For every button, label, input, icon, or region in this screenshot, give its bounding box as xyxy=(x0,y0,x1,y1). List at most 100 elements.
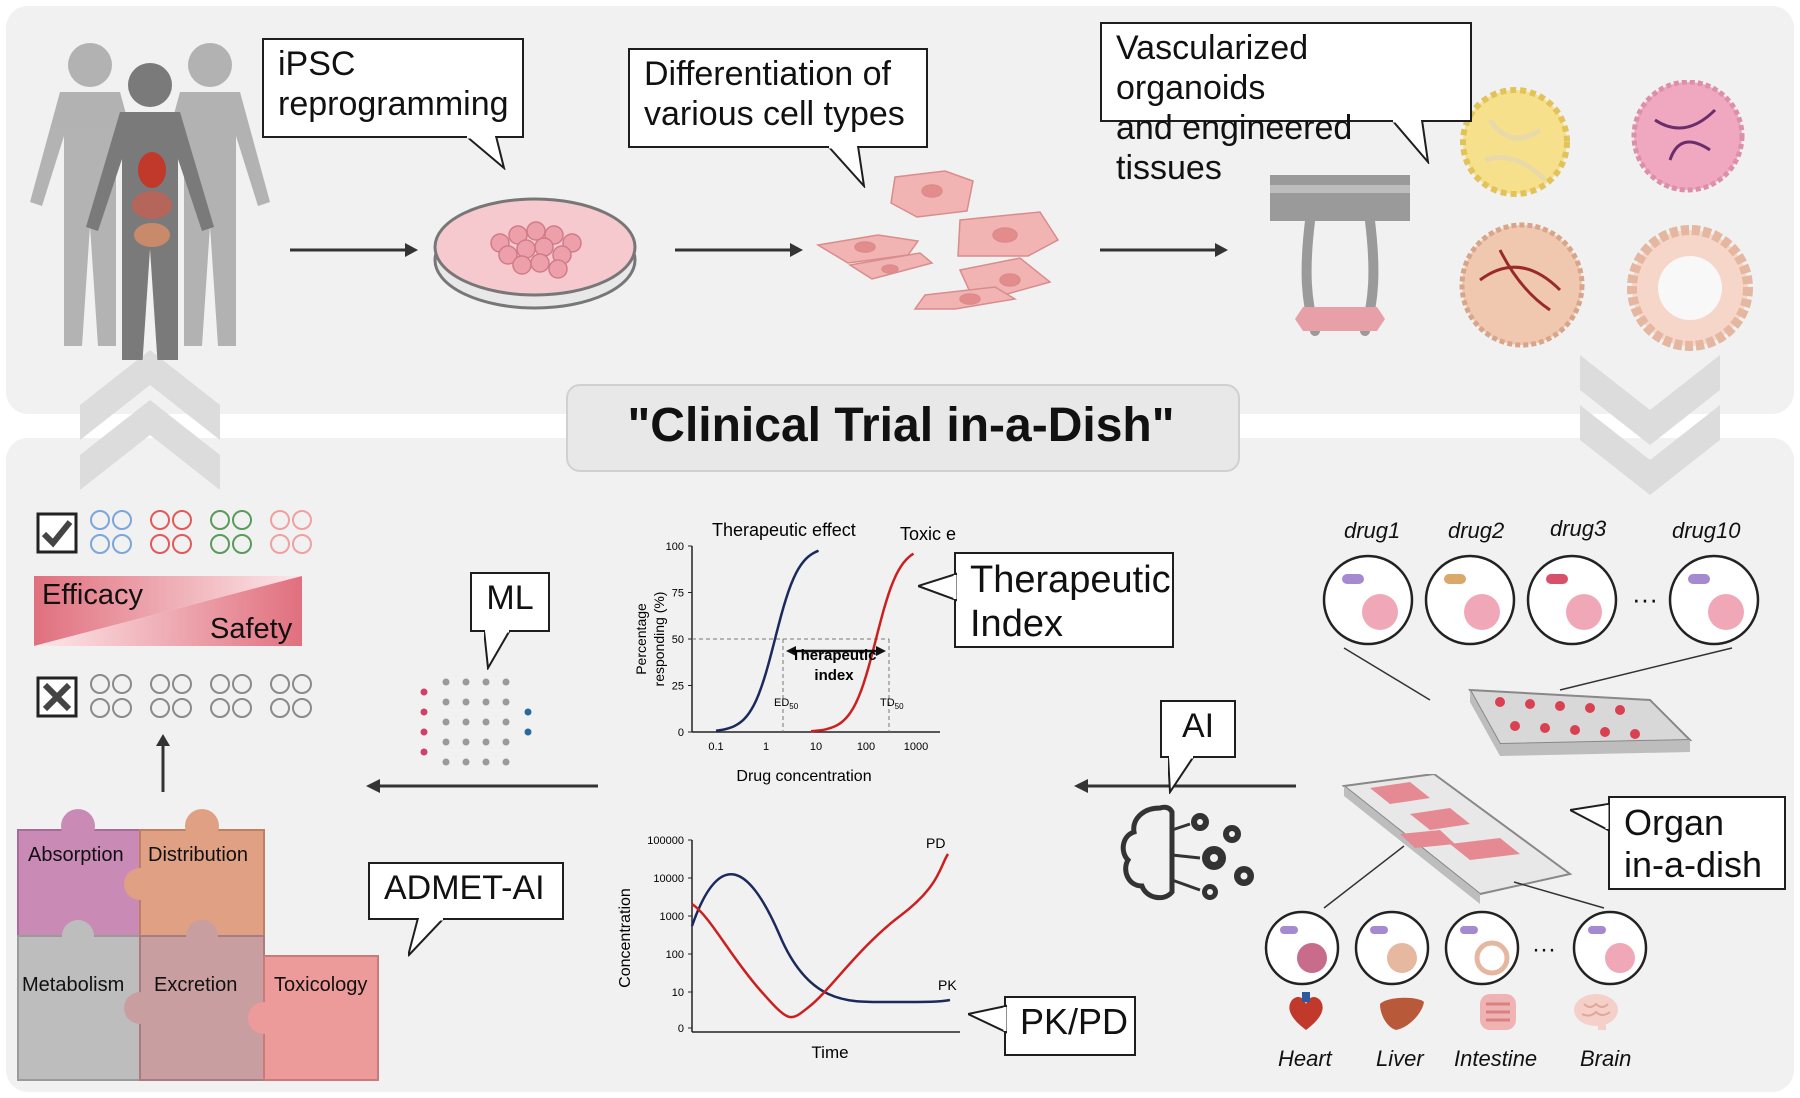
pk-ylabel: Concentration xyxy=(617,888,634,988)
petri-dish-icon xyxy=(433,197,637,310)
drug2-label: drug2 xyxy=(1448,518,1505,543)
organoids-icon xyxy=(1459,80,1753,351)
organ-callout-tail-icon xyxy=(1570,802,1609,832)
ai-callout-tail-icon xyxy=(1168,756,1196,794)
efficacy-safety-bar-icon xyxy=(34,576,302,646)
engineered-tissue-icon xyxy=(1270,175,1410,336)
toxic-effect-label: Toxic effect xyxy=(900,524,956,544)
ti-xtick-label: 0.1 xyxy=(708,741,723,753)
ed50-sub: 50 xyxy=(789,702,798,711)
differentiated-cells-icon xyxy=(815,170,1060,310)
organoids-callout-tail-icon xyxy=(1392,120,1430,164)
pk-curve xyxy=(690,873,951,1004)
ti-xtick-label: 1 xyxy=(763,741,769,753)
organ-label-brain: Brain xyxy=(1580,1046,1632,1071)
organ-wells-icon xyxy=(1264,845,1648,986)
human-silhouettes-icon xyxy=(30,43,270,360)
metabolism-label: Metabolism xyxy=(22,974,125,996)
ti-ytick-label: 50 xyxy=(672,634,684,646)
ml-callout-tail-icon xyxy=(484,630,512,670)
intestine-icon xyxy=(1480,994,1516,1030)
up-chevron-icon xyxy=(80,350,220,490)
pk-ytick-label: 10 xyxy=(672,987,684,999)
ti-ytick-label: 0 xyxy=(678,727,684,739)
ti-ytick-label: 25 xyxy=(672,681,684,693)
drug10-label: drug10 xyxy=(1672,518,1741,543)
organ-label-liver: Liver xyxy=(1376,1046,1424,1071)
drug-chip-icon xyxy=(1343,647,1733,756)
ti-ytick-label: 75 xyxy=(672,588,684,600)
title-box xyxy=(566,384,1240,472)
efficacy-label: Efficacy xyxy=(42,579,144,611)
ti-xtick-label: 10 xyxy=(810,741,822,753)
admet-ai-callout-tail-icon xyxy=(408,918,446,957)
drug-wells-icon xyxy=(1322,554,1760,646)
therapeutic-curve xyxy=(715,549,820,732)
drug3-label: drug3 xyxy=(1550,516,1607,541)
brain-icon xyxy=(1574,994,1618,1030)
pk-ytick-label: 10000 xyxy=(653,873,684,885)
td50-sub: 50 xyxy=(895,702,904,711)
svg-text:TD50: TD50 xyxy=(880,697,904,711)
index-label-2: index xyxy=(814,667,854,684)
td50-label: TD xyxy=(880,697,895,709)
ipsc-callout: iPSC reprogramming xyxy=(262,38,524,138)
page-title: "Clinical Trial in-a-Dish" xyxy=(627,399,1175,452)
ti-xtick-label: 100 xyxy=(857,741,875,753)
ti-xlabel: Drug concentration xyxy=(736,768,871,785)
differentiation-callout: Differentiation of various cell types xyxy=(628,48,928,148)
organoids-callout: Vascularized organoids and engineered ti… xyxy=(1100,22,1472,187)
safety-label: Safety xyxy=(210,613,293,645)
therapeutic-index-chart: 100 75 50 25 0 0.1 1 10 100 1000 Therapeutic eff… xyxy=(633,520,956,785)
arrow-3-icon xyxy=(1100,243,1228,257)
drug1-label: drug1 xyxy=(1344,518,1401,543)
pkpd-callout-tail-icon xyxy=(968,1004,1007,1034)
pkpd-callout: PK/PD xyxy=(1004,996,1136,1056)
ai-brain-gears-icon xyxy=(1120,804,1254,901)
organ-label-intestine: Intestine xyxy=(1454,1046,1538,1071)
pk-label: PK xyxy=(938,977,957,993)
ti-ylabel-2: responding (%) xyxy=(651,592,667,687)
pk-xlabel: Time xyxy=(811,1043,848,1062)
toxicology-label: Toxicology xyxy=(274,974,368,996)
excretion-label: Excretion xyxy=(154,974,238,996)
arrow-2-icon xyxy=(675,243,803,257)
pd-label: PD xyxy=(926,835,945,851)
distribution-label: Distribution xyxy=(148,844,249,866)
organ-in-a-dish-callout: Organ in-a-dish xyxy=(1608,796,1786,890)
ti-callout-tail-icon xyxy=(918,572,957,602)
svg-text:ED50: ED50 xyxy=(774,697,799,711)
ai-callout: AI xyxy=(1160,700,1236,758)
down-chevron-icon xyxy=(1580,355,1720,495)
ti-xtick-label: 1000 xyxy=(904,741,928,753)
admet-ai-callout: ADMET-AI xyxy=(368,862,564,920)
organ-chip-icon xyxy=(1341,774,1573,904)
check-box-icon xyxy=(36,512,78,554)
heart-icon xyxy=(1289,992,1323,1030)
therapeutic-effect-label: Therapeutic effect xyxy=(712,520,856,540)
pk-ytick-label: 100000 xyxy=(647,835,684,847)
liver-icon xyxy=(1380,997,1424,1030)
ti-ytick-label: 100 xyxy=(666,541,684,553)
admet-puzzle-icon xyxy=(17,809,379,1081)
drug-ellipsis: ··· xyxy=(1632,584,1658,614)
ti-ylabel-1: Percentage xyxy=(633,603,649,675)
pk-ytick-label: 100 xyxy=(666,949,684,961)
up-arrow-icon xyxy=(156,734,170,792)
arrow-1-icon xyxy=(290,243,418,257)
neural-network-icon xyxy=(420,678,532,766)
ipsc-callout-tail-icon xyxy=(466,136,506,170)
differentiation-callout-tail-icon xyxy=(828,146,866,188)
pk-ytick-label: 0 xyxy=(678,1023,684,1035)
failed-organoids-icon xyxy=(90,674,312,718)
arrow-left-ai-icon xyxy=(1074,779,1296,793)
efficacious-organoids-icon xyxy=(90,510,312,554)
pd-curve xyxy=(691,853,950,1019)
absorption-label: Absorption xyxy=(28,844,124,866)
therapeutic-index-callout: Therapeutic Index xyxy=(954,552,1174,648)
index-label-1: Therapeutic xyxy=(791,647,876,664)
organ-ellipsis: ··· xyxy=(1532,936,1556,963)
ml-callout: ML xyxy=(470,572,550,632)
arrow-left-ml-icon xyxy=(366,779,598,793)
toxic-curve xyxy=(810,552,915,733)
